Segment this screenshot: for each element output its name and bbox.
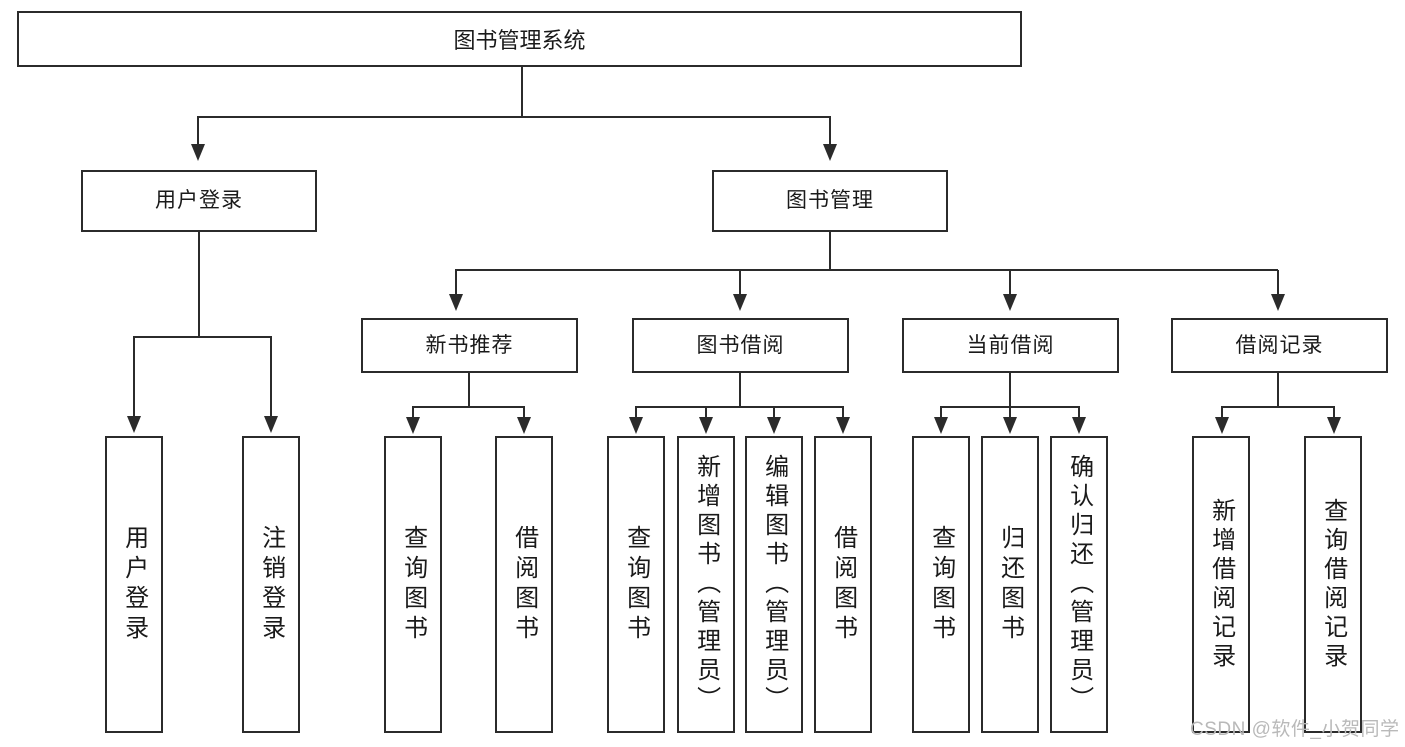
connector-user-login-stem [198, 232, 200, 337]
leaf-query-book-borrow[interactable]: 查询图书 [607, 436, 665, 733]
leaf-add-borrow-record[interactable]: 新增借阅记录 [1192, 436, 1250, 733]
arrow-to-edit-book [767, 417, 781, 434]
connector-book-mgmt-bar [455, 269, 1278, 271]
connector-user-login-left [133, 337, 135, 417]
leaf-confirm-return-admin[interactable]: 确认归还（管理员） [1050, 436, 1108, 733]
node-label: 图书管理 [786, 189, 874, 213]
node-label: 图书借阅 [696, 333, 785, 357]
arrow-to-leaf-user-login [127, 416, 141, 433]
arrow-to-new-book-recommend [449, 294, 463, 311]
node-book-borrow[interactable]: 图书借阅 [632, 318, 849, 373]
connector-current-borrow-c1 [940, 407, 942, 418]
leaf-return-book[interactable]: 归还图书 [981, 436, 1039, 733]
connector-book-mgmt-stem [829, 232, 831, 271]
leaf-label: 确认归还（管理员） [1065, 454, 1093, 715]
leaf-label: 借阅图书 [510, 524, 538, 645]
arrow-to-query-record [1327, 417, 1341, 434]
arrow-to-book-mgmt [823, 144, 837, 161]
connector-book-borrow-bar [635, 406, 844, 408]
leaf-label: 归还图书 [996, 524, 1024, 645]
arrow-to-query-book-3 [934, 417, 948, 434]
connector-new-book-left [412, 407, 414, 418]
connector-root-bar [197, 116, 831, 118]
connector-book-borrow-c3 [773, 407, 775, 418]
leaf-label: 新增借阅记录 [1207, 497, 1235, 672]
leaf-label: 借阅图书 [829, 524, 857, 645]
connector-borrow-record-bar [1221, 406, 1335, 408]
connector-book-borrow-c1 [635, 407, 637, 418]
connector-current-borrow-c2 [1009, 407, 1011, 418]
node-current-borrow[interactable]: 当前借阅 [902, 318, 1119, 373]
leaf-user-login[interactable]: 用户登录 [105, 436, 163, 733]
leaf-query-book-current[interactable]: 查询图书 [912, 436, 970, 733]
leaf-query-book-recommend[interactable]: 查询图书 [384, 436, 442, 733]
watermark: CSDN @软件_小贺同学 [1190, 719, 1400, 740]
connector-user-login-bar [133, 336, 272, 338]
arrow-to-borrow-record [1271, 294, 1285, 311]
connector-root-stem [521, 67, 523, 117]
arrow-to-user-login [191, 144, 205, 161]
node-root-system[interactable]: 图书管理系统 [17, 11, 1022, 67]
node-new-book-recommend[interactable]: 新书推荐 [361, 318, 578, 373]
connector-borrow-record-left [1221, 407, 1223, 418]
node-borrow-record[interactable]: 借阅记录 [1171, 318, 1388, 373]
node-label: 用户登录 [155, 189, 243, 213]
leaf-label: 查询图书 [399, 524, 427, 645]
node-label: 当前借阅 [966, 333, 1055, 357]
node-label: 图书管理系统 [453, 28, 586, 53]
leaf-label: 查询图书 [927, 524, 955, 645]
connector-new-book-bar [412, 406, 525, 408]
leaf-add-book-admin[interactable]: 新增图书（管理员） [677, 436, 735, 733]
node-label: 新书推荐 [425, 333, 514, 357]
connector-user-login-right [270, 337, 272, 417]
arrow-to-leaf-logout [264, 416, 278, 433]
leaf-borrow-book[interactable]: 借阅图书 [814, 436, 872, 733]
arrow-to-confirm-return [1072, 417, 1086, 434]
arrow-to-add-book [699, 417, 713, 434]
connector-root-to-user-login [197, 117, 199, 145]
connector-book-borrow-c4 [842, 407, 844, 418]
leaf-borrow-book-recommend[interactable]: 借阅图书 [495, 436, 553, 733]
connector-root-to-book-mgmt [829, 117, 831, 145]
leaf-query-borrow-record[interactable]: 查询借阅记录 [1304, 436, 1362, 733]
connector-new-book-stem [468, 373, 470, 407]
node-user-login[interactable]: 用户登录 [81, 170, 317, 232]
arrow-to-current-borrow [1003, 294, 1017, 311]
leaf-label: 新增图书（管理员） [692, 454, 720, 715]
connector-borrow-record-right [1333, 407, 1335, 418]
leaf-label: 注销登录 [257, 524, 285, 645]
leaf-label: 编辑图书（管理员） [760, 454, 788, 715]
arrow-to-query-book-1 [406, 417, 420, 434]
node-label: 借阅记录 [1235, 333, 1324, 357]
arrow-to-borrow-book-2 [836, 417, 850, 434]
connector-book-mgmt-to-current [1009, 270, 1011, 295]
arrow-to-book-borrow [733, 294, 747, 311]
connector-book-mgmt-to-borrow [739, 270, 741, 295]
leaf-label: 查询图书 [622, 524, 650, 645]
connector-book-mgmt-to-record [1277, 270, 1279, 295]
leaf-logout[interactable]: 注销登录 [242, 436, 300, 733]
connector-current-borrow-stem [1009, 373, 1011, 407]
connector-new-book-right [523, 407, 525, 418]
arrow-to-add-record [1215, 417, 1229, 434]
connector-book-mgmt-to-new-book [455, 270, 457, 295]
connector-book-borrow-stem [739, 373, 741, 407]
arrow-to-return-book [1003, 417, 1017, 434]
arrow-to-borrow-book-1 [517, 417, 531, 434]
leaf-label: 用户登录 [120, 524, 148, 645]
arrow-to-query-book-2 [629, 417, 643, 434]
connector-borrow-record-stem [1277, 373, 1279, 407]
connector-book-borrow-c2 [705, 407, 707, 418]
leaf-label: 查询借阅记录 [1319, 497, 1347, 672]
leaf-edit-book-admin[interactable]: 编辑图书（管理员） [745, 436, 803, 733]
node-book-management[interactable]: 图书管理 [712, 170, 948, 232]
connector-current-borrow-c3 [1078, 407, 1080, 418]
